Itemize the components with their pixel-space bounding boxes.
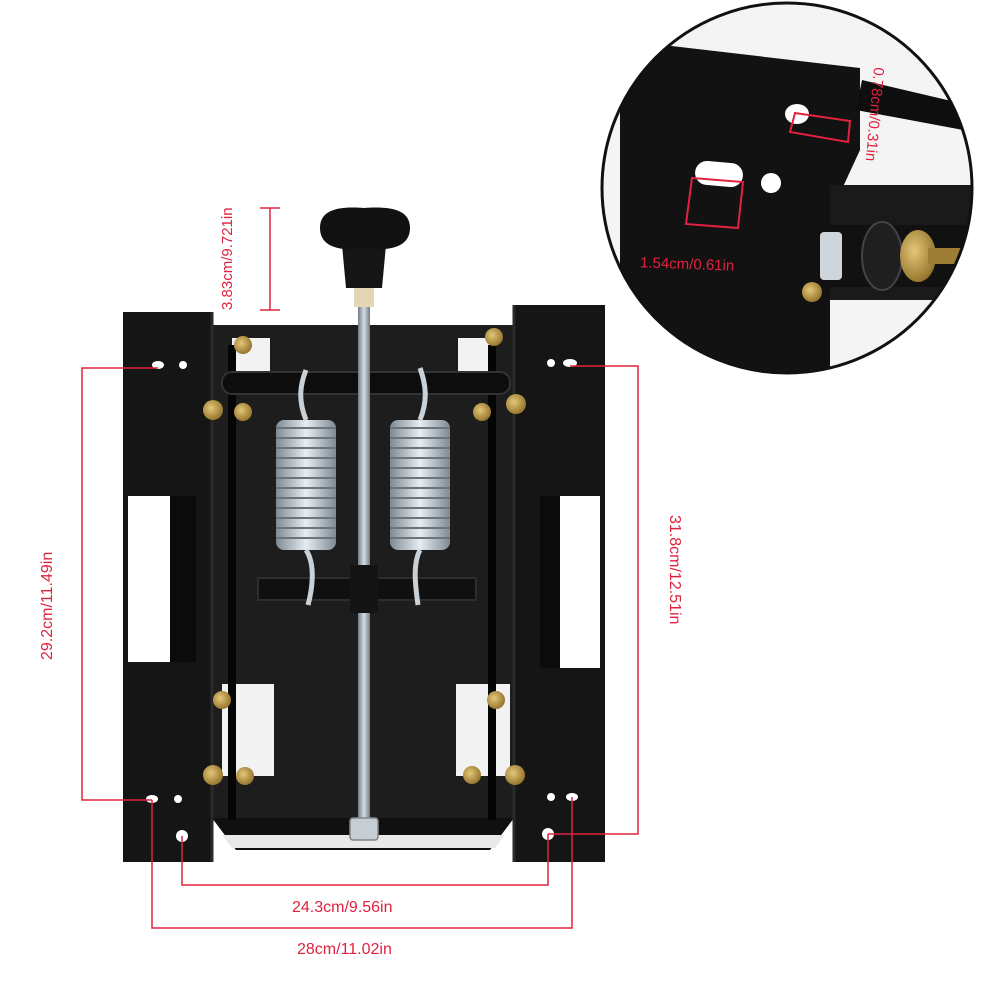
linkage-arms bbox=[228, 345, 496, 820]
right-spring bbox=[390, 367, 450, 606]
handle-height-label: 3.83cm/9.721in bbox=[219, 207, 236, 310]
hole-spacing-label: 24.3cm/9.56in bbox=[292, 899, 393, 916]
adjustment-knob[interactable] bbox=[320, 207, 410, 307]
left-plate-slot bbox=[128, 496, 170, 662]
frame-width-label: 28cm/11.02in bbox=[297, 941, 392, 958]
frame-height-right-label: 31.8cm/12.51in bbox=[666, 515, 683, 625]
left-spring bbox=[276, 369, 336, 606]
bolts bbox=[203, 328, 526, 785]
detail-inset bbox=[600, 1, 974, 375]
mounting-holes bbox=[146, 359, 578, 842]
right-plate-slot bbox=[560, 496, 600, 668]
suspension-frame bbox=[123, 207, 605, 862]
dimension-lines bbox=[81, 207, 639, 929]
rod-nut bbox=[349, 817, 379, 841]
frame-height-left-label: 29.2cm/11.49in bbox=[39, 551, 56, 660]
slot-width-label: 1.54cm/0.61in bbox=[639, 254, 735, 275]
adjustment-rod bbox=[358, 300, 370, 820]
